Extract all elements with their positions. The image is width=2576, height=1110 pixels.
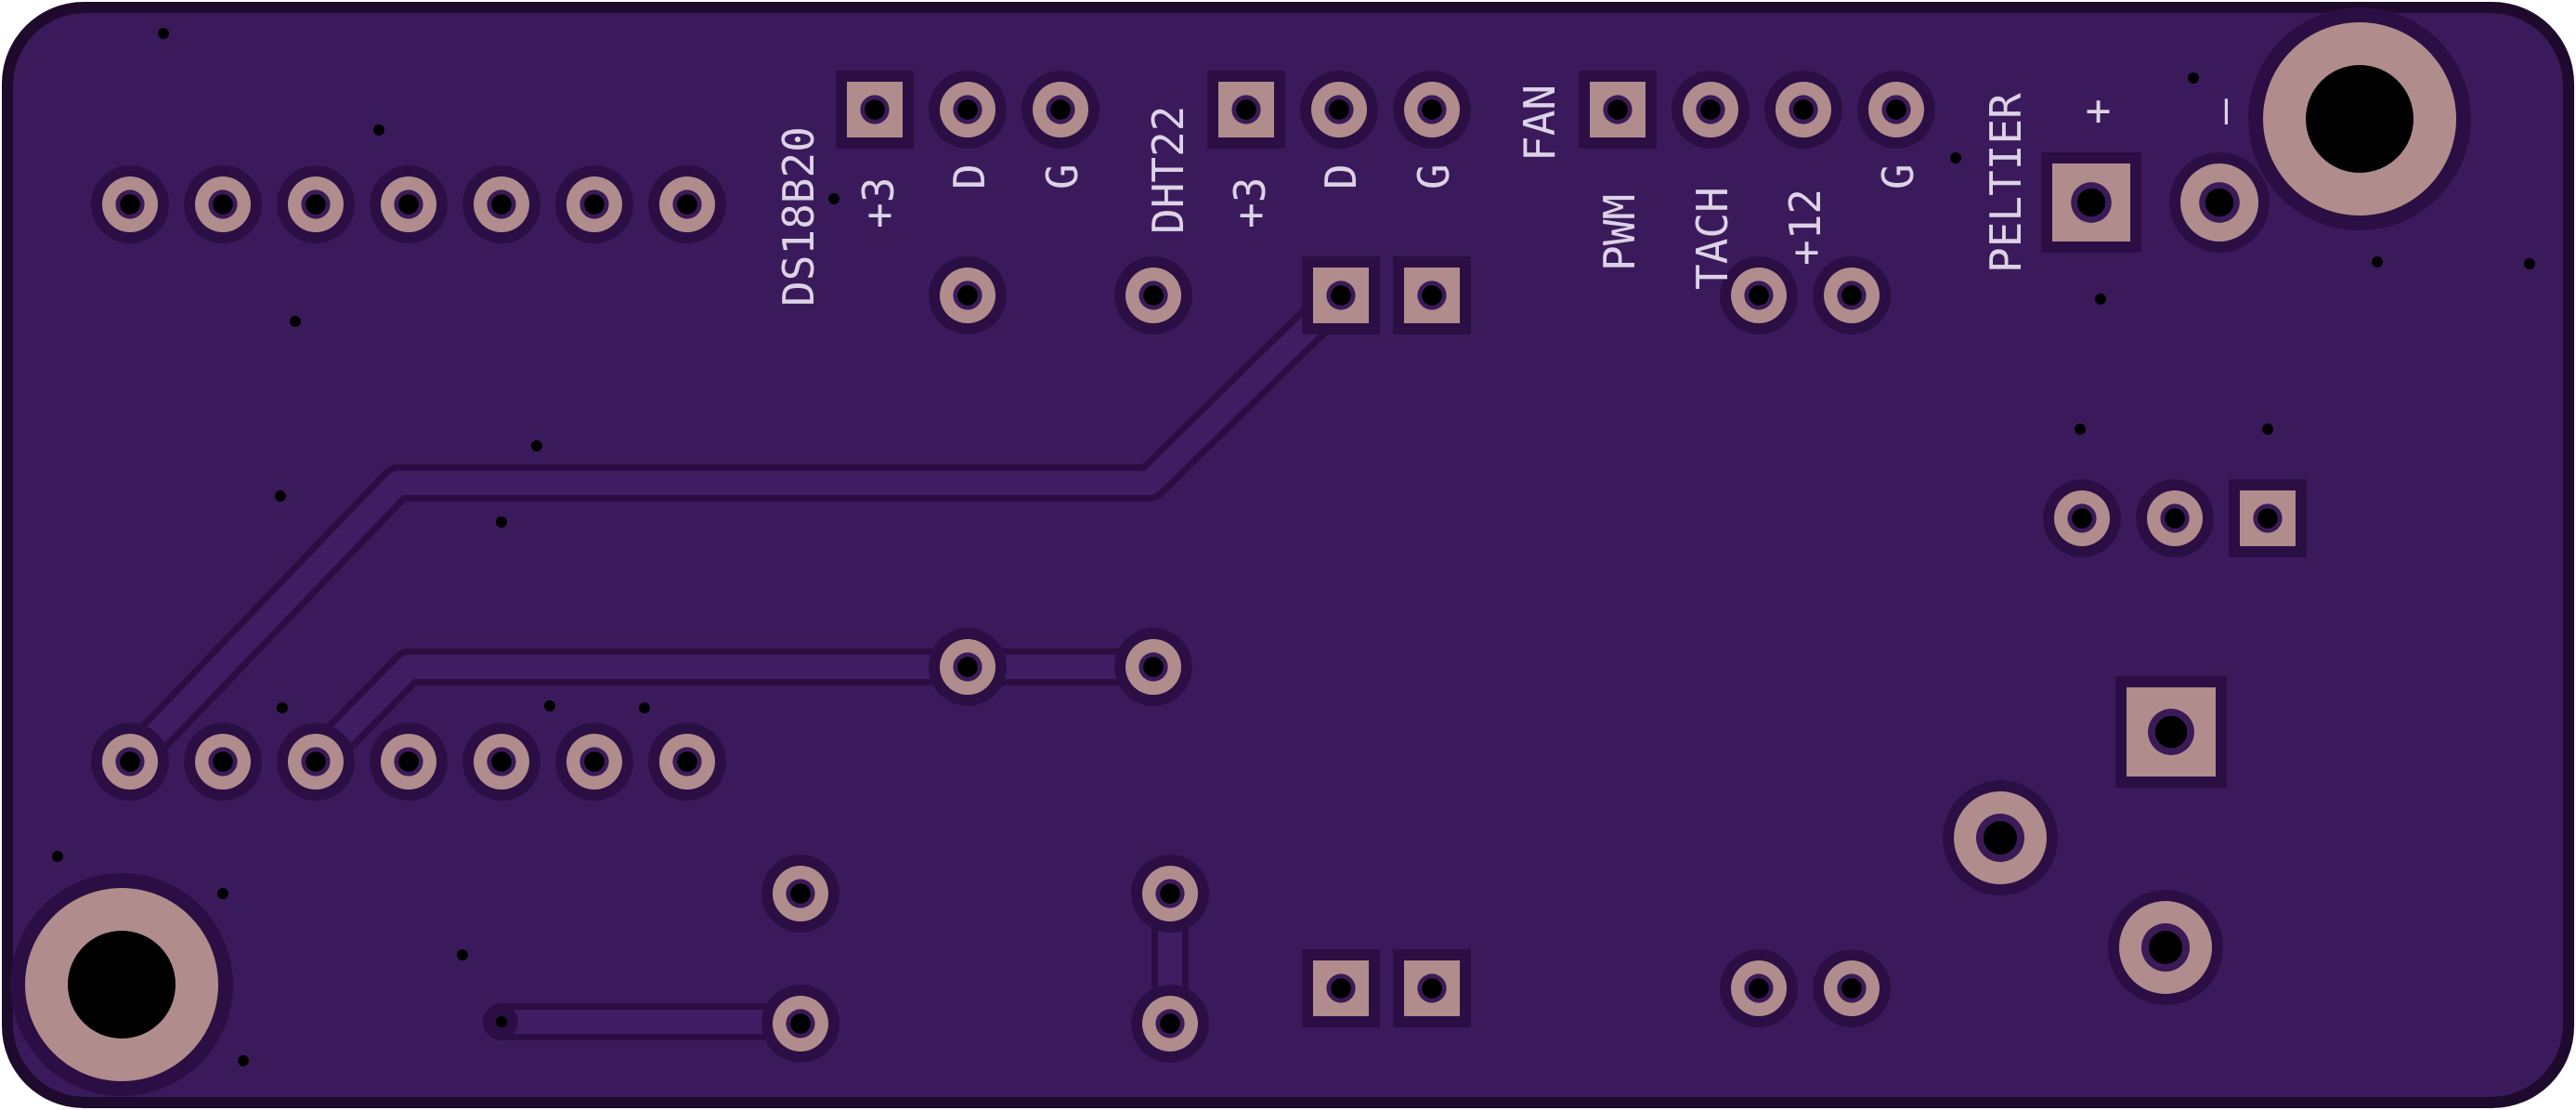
mounting-hole-top-right [2248, 7, 2471, 230]
mcu-pin-bottom-5 [462, 723, 540, 801]
via-1 [158, 28, 169, 39]
silkscreen: DS18B20 +3 D G DHT22 +3 D G FAN PWM TACH… [774, 85, 2248, 307]
via-7 [828, 193, 839, 204]
dht22-header [1207, 71, 1471, 149]
via-12 [2095, 294, 2106, 305]
transistor-pin-3 [2229, 479, 2307, 557]
resistor-4-pin-a [1131, 855, 1209, 933]
peltier-terminal [2041, 152, 2270, 253]
label-peltier-plus: + [2072, 98, 2122, 124]
capacitor-bottom-pin-a [1720, 949, 1798, 1027]
label-peltier-minus: – [2198, 98, 2248, 124]
label-dht22-gnd: G [1409, 163, 1459, 189]
via-20 [457, 949, 468, 960]
jumper-top-pin-1 [1302, 256, 1380, 334]
transistor-pin-2 [2136, 479, 2214, 557]
via-9 [2188, 72, 2199, 84]
mcu-pin-top-5 [462, 165, 540, 243]
resistor-3-pin-b [761, 985, 839, 1063]
mcu-pin-bottom-6 [555, 723, 633, 801]
via-16 [544, 700, 555, 712]
via-4 [531, 440, 542, 451]
capacitor-bottom-pin-b [1813, 949, 1891, 1027]
label-dht22: DHT22 [1143, 106, 1193, 234]
capacitor-top-pin-a [1720, 256, 1798, 334]
via-17 [639, 702, 650, 713]
label-ds18b20-gnd: G [1037, 163, 1087, 189]
mcu-pin-top-7 [648, 165, 726, 243]
mcu-pin-top-4 [370, 165, 448, 243]
jumper-bottom-pin-1 [1302, 949, 1380, 1027]
mcu-pin-bottom-1 [91, 723, 169, 801]
jumper-top-pin-2 [1393, 256, 1471, 334]
ds18b20-pin-plus [836, 71, 914, 149]
power-jack-pin-1 [2115, 676, 2227, 788]
via-8 [1950, 152, 1961, 163]
mounting-hole-bottom-left [10, 873, 233, 1096]
mcu-pin-bottom-4 [370, 723, 448, 801]
via-11 [2524, 258, 2535, 269]
label-peltier: PELTIER [1981, 93, 2031, 273]
mcu-pin-top-2 [184, 165, 262, 243]
transistor-pin-1 [2043, 479, 2121, 557]
dht22-pin-gnd [1393, 71, 1471, 149]
resistor-4-pin-b [1131, 985, 1209, 1063]
via-2 [373, 124, 384, 136]
ds18b20-pin-gnd [1021, 71, 1099, 149]
mcu-pin-top-6 [555, 165, 633, 243]
fan-header [1579, 71, 1935, 149]
via-18 [52, 851, 63, 862]
peltier-pin-minus [2169, 152, 2270, 253]
via-5 [275, 490, 286, 502]
fan-pin-pwm [1579, 71, 1657, 149]
power-jack-pin-2 [1943, 780, 2058, 895]
fan-pin-tach [1672, 71, 1750, 149]
jumper-bottom-pin-2 [1393, 949, 1471, 1027]
dht22-pin-plus [1207, 71, 1285, 149]
label-fan-12: +12 [1780, 189, 1830, 266]
via-6 [496, 516, 507, 528]
resistor-1-pin-b [1114, 256, 1192, 334]
via-10 [2372, 256, 2383, 268]
dht22-pin-data [1300, 71, 1378, 149]
label-fan-gnd: G [1873, 163, 1923, 189]
via-15 [277, 702, 288, 713]
vias [52, 28, 2535, 1066]
label-ds18b20-data: D [944, 163, 995, 189]
mcu-header-bottom-row [91, 723, 726, 801]
misc-components [761, 256, 2307, 1063]
resistor-2-pin-b [1114, 628, 1192, 706]
label-dht22-plus: +3 [1225, 177, 1275, 229]
fan-pin-gnd [1857, 71, 1935, 149]
label-ds18b20: DS18B20 [774, 126, 824, 307]
ds18b20-pin-data [929, 71, 1007, 149]
label-fan-tach: TACH [1687, 187, 1737, 290]
mcu-pin-top-1 [91, 165, 169, 243]
capacitor-top-pin-b [1813, 256, 1891, 334]
label-dht22-data: D [1316, 163, 1366, 189]
mcu-pin-bottom-2 [184, 723, 262, 801]
mcu-pin-bottom-7 [648, 723, 726, 801]
mcu-header-top-row [91, 165, 726, 243]
ds18b20-header [836, 71, 1099, 149]
resistor-2-pin-a [929, 628, 1007, 706]
via-19 [217, 888, 228, 899]
mcu-pin-bottom-3 [277, 723, 355, 801]
peltier-pin-plus [2041, 152, 2141, 253]
label-ds18b20-plus: +3 [853, 177, 904, 229]
via-14 [2262, 424, 2273, 435]
label-fan-pwm: PWM [1594, 194, 1645, 271]
mcu-pin-top-3 [277, 165, 355, 243]
power-jack-pin-3 [2108, 890, 2223, 1005]
label-fan: FAN [1515, 85, 1565, 162]
resistor-3-pin-a [761, 855, 839, 933]
via-13 [2075, 424, 2086, 435]
board-substrate [13, 13, 2563, 1097]
resistor-1-pin-a [929, 256, 1007, 334]
fan-pin-12v [1764, 71, 1842, 149]
via-21 [238, 1055, 249, 1066]
via-3 [290, 316, 301, 327]
